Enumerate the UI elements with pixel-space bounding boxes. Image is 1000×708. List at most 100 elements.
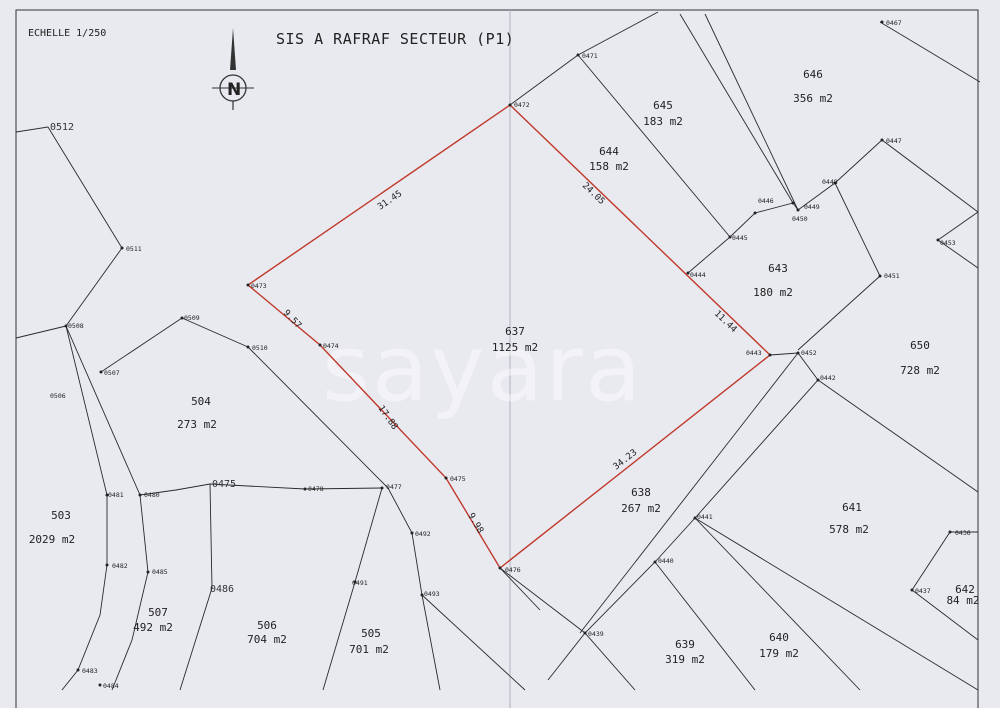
svg-text:0448: 0448	[822, 178, 838, 186]
svg-text:0483: 0483	[82, 667, 98, 675]
svg-text:0493: 0493	[424, 590, 440, 598]
survey-point: 0452	[796, 349, 817, 357]
parcel-lines	[15, 11, 981, 691]
survey-point: 0510	[246, 344, 268, 352]
svg-text:0467: 0467	[886, 19, 902, 27]
survey-point: 0493	[420, 590, 440, 598]
boundary-line	[704, 13, 799, 211]
svg-text:1125 m2: 1125 m2	[492, 341, 538, 354]
boundary-line	[937, 239, 979, 269]
survey-point: 0437	[910, 587, 931, 595]
svg-text:0482: 0482	[112, 562, 128, 570]
survey-point: 0507	[99, 369, 120, 377]
survey-point: 0439	[583, 630, 604, 638]
survey-point: 0472	[508, 101, 530, 109]
svg-text:506: 506	[257, 619, 277, 632]
svg-text:0445: 0445	[732, 234, 748, 242]
svg-text:639: 639	[675, 638, 695, 651]
svg-text:0508: 0508	[68, 322, 84, 330]
boundary-line	[797, 139, 883, 211]
svg-text:0506: 0506	[50, 392, 66, 400]
survey-point: 0471	[576, 52, 598, 60]
svg-text:641: 641	[842, 501, 862, 514]
survey-points: 0467 0471 0472 0447 0448 0446 0449 0450 …	[50, 19, 971, 690]
survey-point: 0448	[822, 178, 838, 186]
svg-text:0436: 0436	[955, 529, 971, 537]
svg-text:492 m2: 492 m2	[133, 621, 173, 634]
svg-text:0440: 0440	[658, 557, 674, 565]
survey-point: 0485	[146, 568, 168, 576]
svg-text:0437: 0437	[915, 587, 931, 595]
svg-text:650: 650	[910, 339, 930, 352]
svg-text:0471: 0471	[582, 52, 598, 60]
boundary-line	[509, 54, 579, 106]
survey-point: 0478	[303, 485, 324, 493]
boundary-line	[499, 567, 541, 611]
boundary-line	[817, 379, 979, 493]
survey-point: 0467	[880, 19, 902, 27]
svg-text:0477: 0477	[386, 483, 402, 491]
survey-point: 0484	[98, 682, 119, 690]
survey-point: 0477	[380, 483, 402, 491]
svg-text:0449: 0449	[804, 203, 820, 211]
survey-point: 0444	[686, 271, 706, 279]
survey-point: 0491	[352, 579, 368, 587]
svg-text:0443: 0443	[746, 349, 762, 357]
svg-text:640: 640	[769, 631, 789, 644]
svg-text:0474: 0474	[323, 342, 339, 350]
survey-point: 0447	[880, 137, 902, 145]
svg-text:0453: 0453	[940, 239, 956, 247]
boundary-line	[577, 54, 731, 238]
survey-point: 0453	[936, 238, 956, 247]
svg-text:505: 505	[361, 627, 381, 640]
svg-text:0510: 0510	[252, 344, 268, 352]
svg-text:701 m2: 701 m2	[349, 643, 389, 656]
svg-text:0442: 0442	[820, 374, 836, 382]
boundary-line	[579, 352, 799, 634]
survey-point: 0480	[138, 491, 160, 499]
boundary-line	[911, 589, 979, 641]
map-frame	[15, 9, 979, 708]
svg-text:0491: 0491	[352, 579, 368, 587]
boundary-line	[769, 352, 819, 381]
boundary-line	[179, 483, 213, 691]
boundary-line	[679, 13, 794, 204]
parcel-label: 639 319 m2	[665, 638, 705, 666]
survey-point: 0508	[64, 322, 84, 330]
svg-text:84 m2: 84 m2	[946, 594, 979, 607]
boundary-line	[15, 325, 67, 339]
svg-text:0484: 0484	[103, 682, 119, 690]
svg-text:638: 638	[631, 486, 651, 499]
svg-text:643: 643	[768, 262, 788, 275]
svg-text:0473: 0473	[251, 282, 267, 290]
svg-text:503: 503	[51, 509, 71, 522]
survey-point: 0446	[753, 197, 774, 215]
boundary-line	[499, 567, 636, 691]
dimension-label: 31.45	[376, 189, 404, 212]
parcel-label: 505 701 m2	[349, 627, 389, 656]
svg-text:356 m2: 356 m2	[793, 92, 833, 105]
boundary-line	[421, 594, 526, 691]
survey-point: 0509	[180, 314, 200, 322]
scale-label: ECHELLE 1/250	[28, 28, 106, 39]
svg-text:0480: 0480	[144, 491, 160, 499]
svg-text:273 m2: 273 m2	[177, 418, 217, 431]
svg-text:507: 507	[148, 606, 168, 619]
svg-text:179 m2: 179 m2	[759, 647, 799, 660]
svg-text:704 m2: 704 m2	[247, 633, 287, 646]
boundary-line	[797, 275, 881, 351]
survey-point: 0475	[444, 475, 466, 483]
svg-text:183 m2: 183 m2	[643, 115, 683, 128]
svg-text:0444: 0444	[690, 271, 706, 279]
svg-text:0447: 0447	[886, 137, 902, 145]
svg-text:0452: 0452	[801, 349, 817, 357]
svg-text:267 m2: 267 m2	[621, 502, 661, 515]
svg-text:0439: 0439	[588, 630, 604, 638]
dimension-label: 9.98	[465, 512, 485, 536]
svg-text:319 m2: 319 m2	[665, 653, 705, 666]
